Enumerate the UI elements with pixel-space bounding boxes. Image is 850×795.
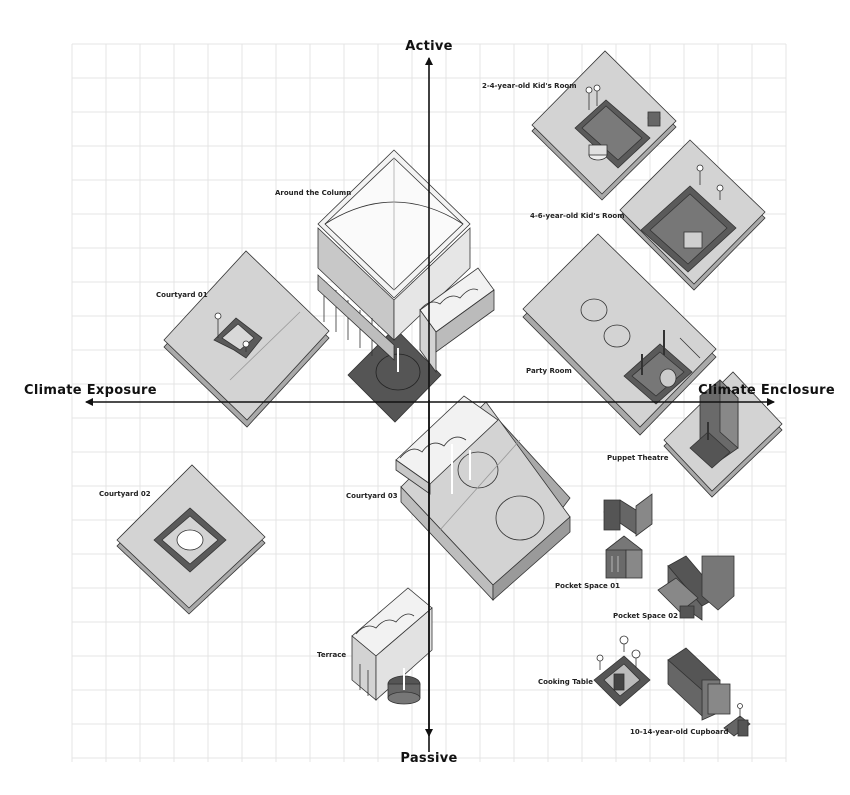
courtyard-01-model	[163, 250, 330, 428]
axis-label-active: Active	[405, 39, 453, 54]
courtyard-03-model	[395, 395, 571, 602]
label-courtyard-02: Courtyard 02	[99, 490, 151, 498]
label-courtyard-03: Courtyard 03	[346, 492, 398, 500]
kid-room-4-6-model	[619, 139, 766, 291]
label-courtyard-01: Courtyard 01	[156, 291, 208, 299]
label-kid-room-4-6: 4-6-year-old Kid's Room	[530, 212, 624, 220]
around-the-column-model	[317, 149, 495, 423]
terrace-model	[351, 587, 433, 705]
pocket-space-01-model	[603, 493, 653, 579]
label-around-the-column: Around the Column	[275, 189, 351, 197]
label-pocket-space-02: Pocket Space 02	[613, 612, 678, 620]
axis-label-climate-exposure: Climate Exposure	[24, 383, 157, 398]
label-cupboard: 10-14-year-old Cupboard	[630, 728, 728, 736]
label-pocket-space-01: Pocket Space 01	[555, 582, 620, 590]
kid-room-2-4-model	[531, 50, 677, 201]
courtyard-02-model	[116, 464, 266, 615]
axis-label-passive: Passive	[400, 751, 457, 766]
party-room-model	[522, 233, 717, 436]
cooking-table-model	[593, 635, 651, 707]
label-party-room: Party Room	[526, 367, 572, 375]
label-puppet-theatre: Puppet Theatre	[607, 454, 669, 462]
pocket-space-02-model	[657, 555, 735, 621]
label-kid-room-2-4: 2-4-year-old Kid's Room	[482, 82, 576, 90]
axis-label-climate-enclosure: Climate Enclosure	[698, 383, 835, 398]
label-cooking-table: Cooking Table	[538, 678, 593, 686]
label-terrace: Terrace	[317, 651, 346, 659]
cupboard-model	[667, 647, 751, 737]
